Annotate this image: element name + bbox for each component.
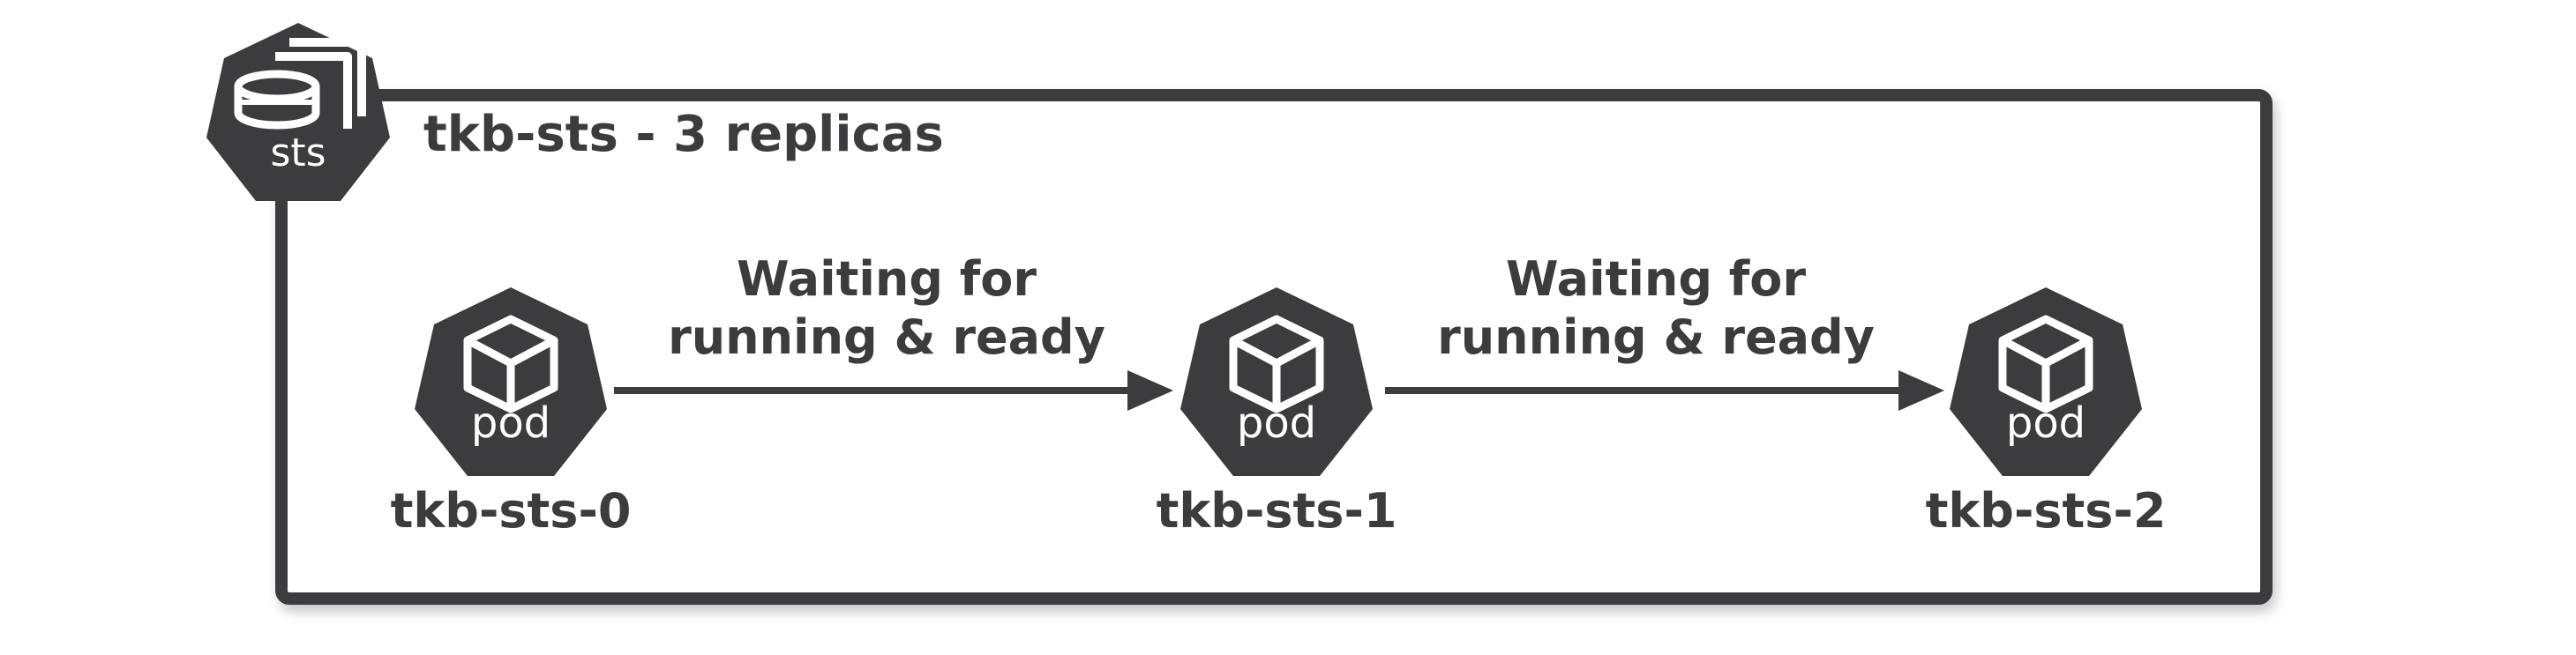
transition-arrow-0: [612, 368, 1173, 413]
pod-name-0: tkb-sts-0: [390, 483, 632, 539]
pod-icon-label: pod: [470, 398, 551, 448]
transition-label-line2: running & ready: [1437, 309, 1875, 365]
pod-icon-1: pod: [1177, 284, 1376, 480]
transition-label-line2: running & ready: [668, 309, 1105, 365]
transition-arrow-1: [1383, 368, 1944, 413]
statefulset-frame: [275, 89, 2273, 605]
pod-name-2: tkb-sts-2: [1925, 483, 2167, 539]
transition-label-1: Waiting for running & ready: [1427, 250, 1885, 367]
statefulset-badge-label: sts: [270, 130, 326, 175]
pod-icon-2: pod: [1946, 284, 2145, 480]
pod-icon-label: pod: [2005, 398, 2086, 448]
transition-label-0: Waiting for running & ready: [657, 250, 1116, 367]
transition-label-line1: Waiting for: [736, 251, 1037, 307]
transition-label-line1: Waiting for: [1505, 251, 1807, 307]
pod-name-1: tkb-sts-1: [1156, 483, 1397, 539]
statefulset-icon: [205, 19, 392, 205]
pod-icon-0: pod: [411, 284, 610, 480]
pod-icon-label: pod: [1236, 398, 1317, 448]
statefulset-title: tkb-sts - 3 replicas: [423, 106, 944, 163]
